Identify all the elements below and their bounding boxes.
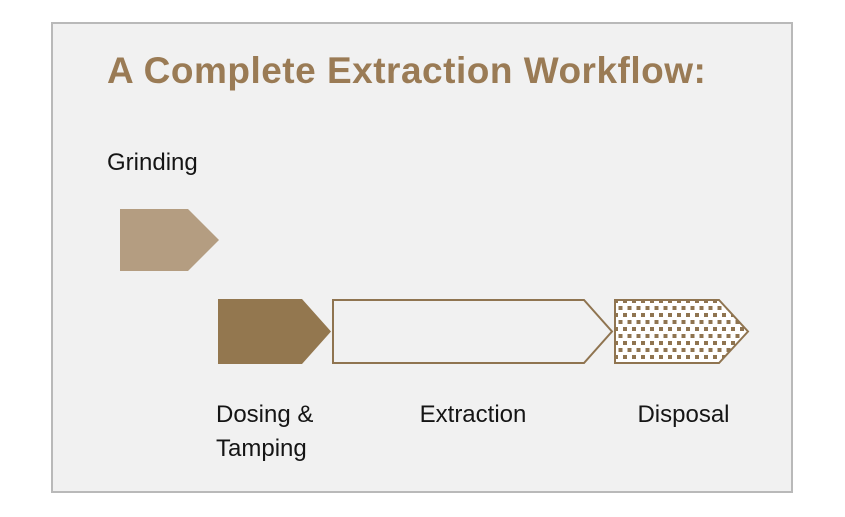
step-label-extraction: Extraction xyxy=(419,401,527,428)
dosing-tamping-arrow-shape xyxy=(218,299,331,364)
step-label-dosing-tamping: Dosing & Tamping xyxy=(216,401,314,462)
dosing-tamping-arrow-icon xyxy=(218,299,331,364)
workflow-card: A Complete Extraction Workflow: Grinding… xyxy=(51,22,793,493)
grinding-arrow-icon xyxy=(120,209,219,271)
step-label-disposal: Disposal xyxy=(637,401,730,428)
disposal-arrow-shape xyxy=(614,299,750,364)
disposal-arrow-icon xyxy=(614,299,750,364)
extraction-arrow-icon xyxy=(332,299,614,364)
step-label-grinding: Grinding xyxy=(107,149,198,176)
grinding-arrow-shape xyxy=(120,209,219,271)
diagram-title: A Complete Extraction Workflow: xyxy=(107,50,707,91)
extraction-arrow-shape xyxy=(332,299,614,364)
